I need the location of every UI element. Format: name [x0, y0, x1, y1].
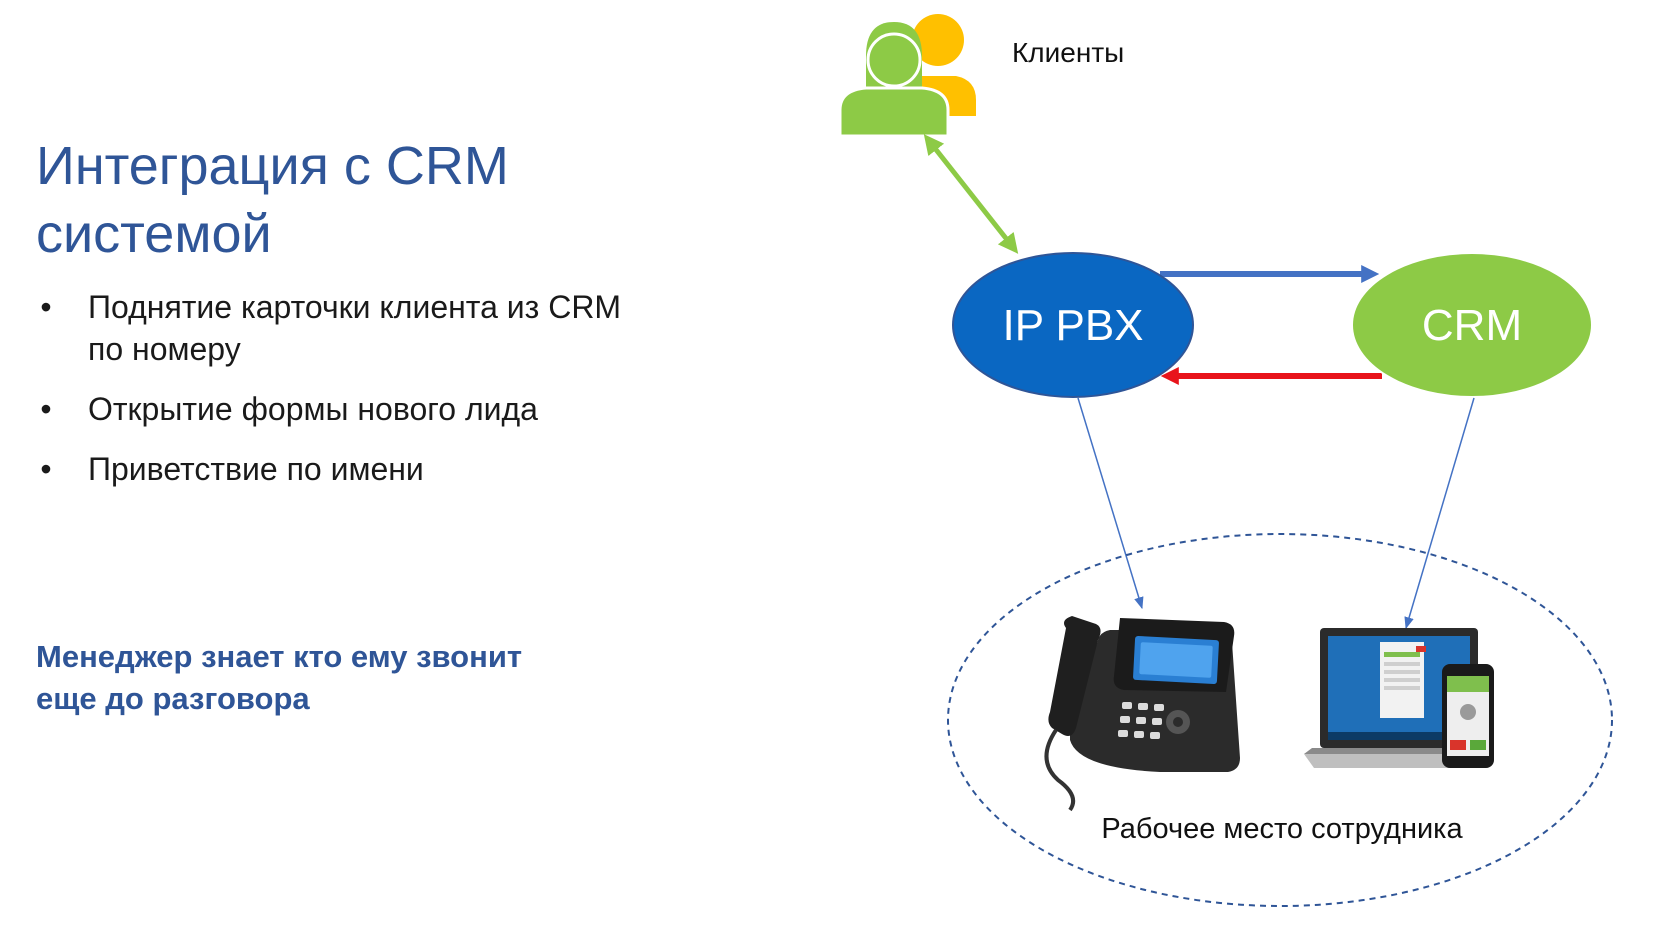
key-message: Менеджер знает кто ему звонит еще до раз… [36, 636, 636, 720]
bullet-marker: • [40, 391, 52, 427]
clients-label: Клиенты [1012, 37, 1124, 68]
workplace-label: Рабочее место сотрудника [1101, 813, 1463, 845]
client-pbx-arrow [923, 134, 1019, 254]
slide-title: Интеграция с CRM системой [36, 132, 509, 268]
smartphone-icon [1442, 664, 1494, 768]
key-message-line-2: еще до разговора [36, 681, 310, 716]
feature-text: Открытие формы нового лида [88, 391, 538, 427]
feature-text: Приветствие по имени [88, 451, 424, 487]
crm-to-laptop-connector [1404, 397, 1475, 630]
feature-item: • Открытие формы нового лида [36, 388, 656, 430]
workplace-boundary [947, 533, 1613, 907]
key-message-line-1: Менеджер знает кто ему звонит [36, 639, 523, 674]
feature-text: Поднятие карточки клиента из CRM по номе… [88, 289, 622, 367]
crm-label: CRM [1422, 301, 1522, 350]
clients-icon [838, 14, 976, 138]
bullet-marker: • [40, 451, 52, 487]
title-line-2: системой [36, 204, 272, 264]
pbx-to-phone-connector [1077, 397, 1144, 610]
feature-list: • Поднятие карточки клиента из CRM по ном… [36, 286, 656, 508]
ip-phone-icon [1044, 616, 1240, 812]
ip-pbx-label: IP PBX [1002, 301, 1143, 350]
title-line-1: Интеграция с CRM [36, 136, 509, 196]
ip-pbx-node: IP PBX [952, 252, 1194, 398]
bullet-marker: • [40, 289, 52, 325]
feature-item: • Приветствие по имени [36, 448, 656, 490]
crm-node: CRM [1351, 252, 1593, 398]
feature-item: • Поднятие карточки клиента из CRM по ном… [36, 286, 656, 370]
